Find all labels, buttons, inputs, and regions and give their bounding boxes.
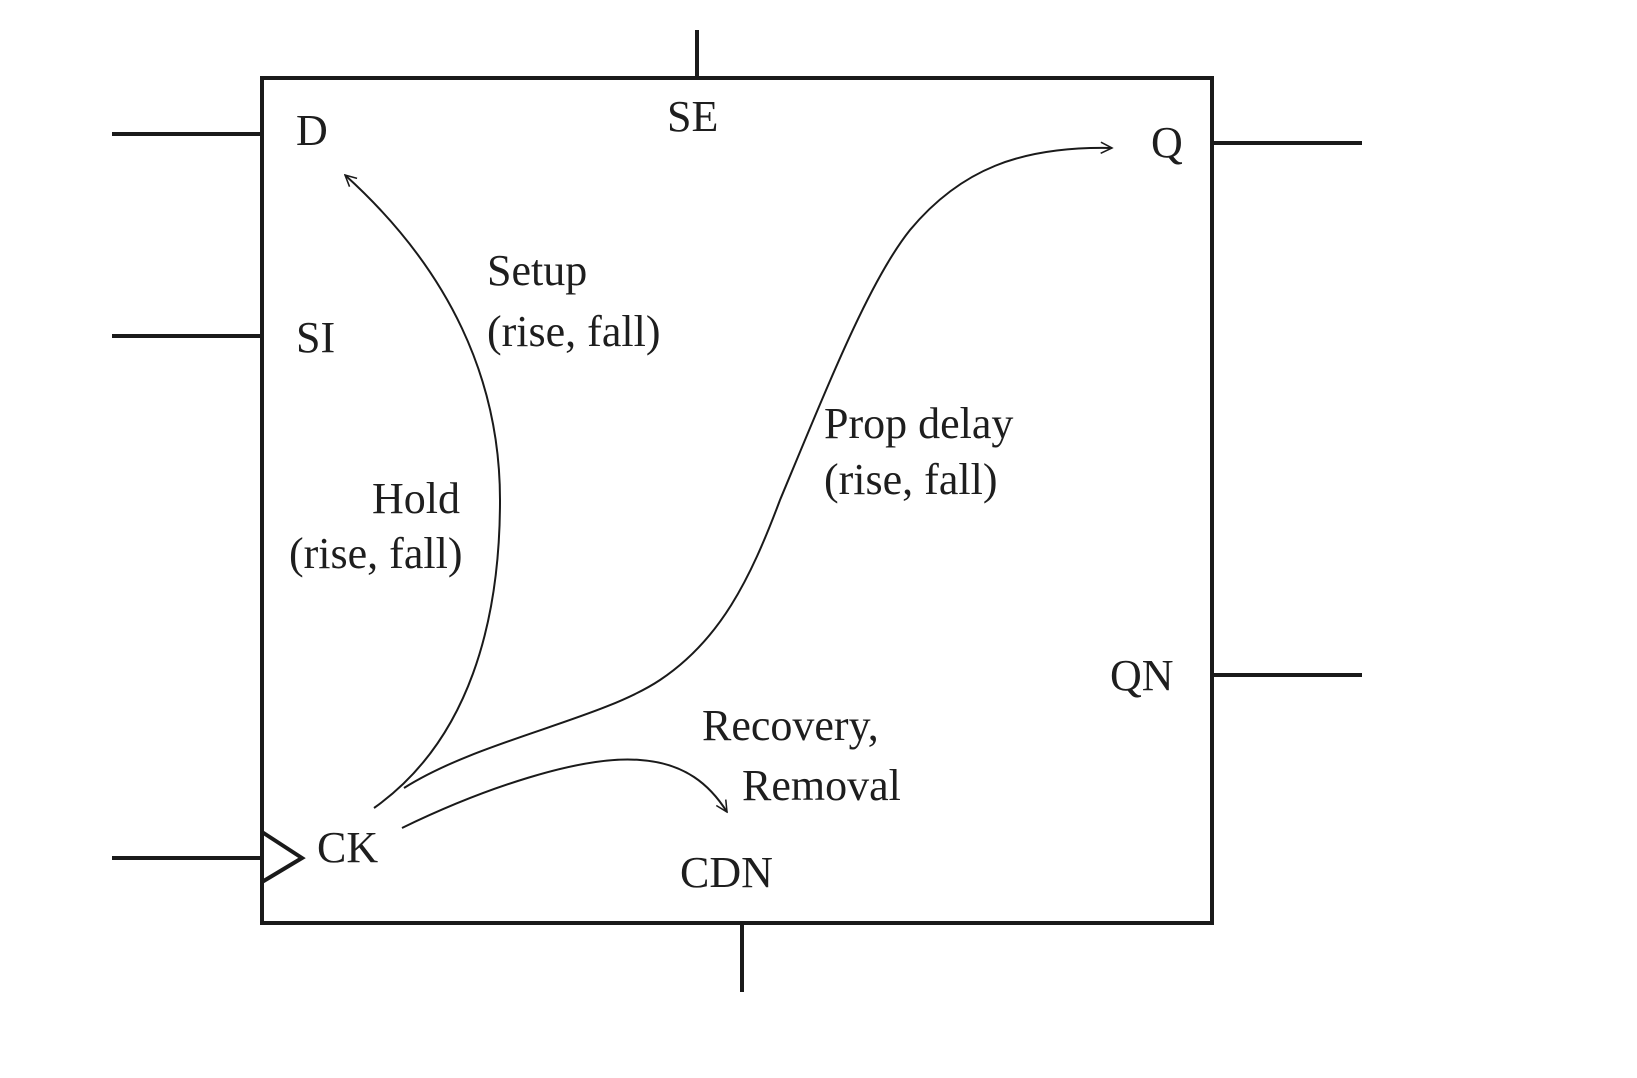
pin-label-ck: CK: [317, 823, 378, 872]
prop-delay-sense-label: (rise, fall): [824, 455, 997, 504]
setup-hold-arc: [345, 175, 502, 809]
hold-label: Hold: [372, 474, 460, 523]
hold-sense-label: (rise, fall): [289, 529, 462, 578]
recovery-removal-arc: [401, 758, 727, 829]
pin-label-d: D: [296, 106, 328, 155]
pin-label-se: SE: [667, 92, 718, 141]
prop-delay-label: Prop delay: [824, 399, 1013, 448]
clock-triangle-icon: [260, 830, 306, 884]
recovery-label: Recovery,: [702, 701, 879, 750]
pin-label-q: Q: [1151, 118, 1183, 167]
pin-label-si: SI: [296, 313, 335, 362]
prop-delay-arc: [403, 148, 1112, 789]
setup-label: Setup: [487, 246, 587, 295]
cell-box: [260, 76, 1214, 925]
setup-sense-label: (rise, fall): [487, 307, 660, 356]
pin-label-qn: QN: [1110, 651, 1174, 700]
pin-label-cdn: CDN: [680, 848, 773, 897]
removal-label: Removal: [742, 761, 901, 810]
